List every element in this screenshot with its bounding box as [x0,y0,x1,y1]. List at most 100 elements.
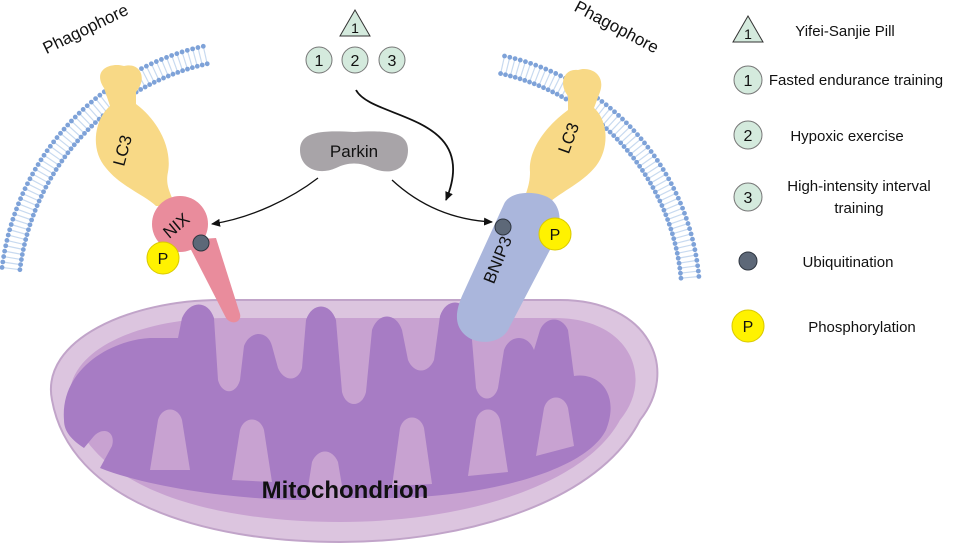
lipid-tail [633,146,649,159]
lipid-tail [53,141,69,154]
lipid-head [20,247,26,252]
lipid-head [68,146,74,152]
lipid-tail [678,254,697,259]
lipid-head [631,128,637,134]
lipid-tail [674,238,693,245]
lipid-tail [630,142,645,155]
lipid-head [550,89,556,95]
lipid-tail [528,64,537,83]
lipid-head [51,171,56,177]
lipid-head [676,260,682,266]
lipid-head [657,198,663,204]
lipid-head [690,236,695,242]
lipid-tail [673,233,692,240]
lipid-tail [186,50,193,68]
lipid-tail [636,151,652,163]
lipid-tail [11,223,29,231]
lipid-head [680,205,685,211]
lipid-tail [626,138,642,151]
lipid-head [14,206,19,212]
lipid-head [142,84,148,90]
lipid-head [58,130,63,136]
lipid-head [671,236,677,242]
lipid-tail [43,154,60,166]
lipid-tail [40,159,57,171]
bnip3-receptor-complex: LC3 BNIP3 P [456,68,606,342]
lipid-head [694,257,700,263]
lipid-head [51,139,57,145]
lipid-tail [677,249,696,254]
lipid-head [4,238,10,243]
legend-circle-3-icon [733,182,763,212]
lipid-head [195,45,201,50]
lipid-head [536,83,542,89]
lipid-head [18,196,23,202]
lipid-head [635,132,640,138]
lipid-head [638,136,644,142]
lipid-head [82,130,87,136]
lipid-head [3,243,9,249]
lipid-head [22,186,28,192]
intervention-circle-3 [378,46,406,74]
lipid-head [72,114,78,120]
lipid-head [36,198,42,204]
lipid-head [41,189,46,195]
legend-item-fasted-endurance: 1 Fasted endurance training [733,65,943,95]
lipid-head [47,143,53,149]
legend-circle-3-number: 3 [744,190,753,207]
intervention-circle-1 [305,46,333,74]
lipid-head [545,87,551,93]
parkin-protein: Parkin [300,131,408,172]
right-lc3-protein [523,68,606,206]
lipid-tail [679,265,698,269]
legend-label-yifei-sanjie-pill: Yifei-Sanjie Pill [795,23,895,40]
lipid-tail [680,275,699,279]
lipid-head [24,232,30,238]
lipid-head [76,110,82,116]
lipid-head [75,138,81,144]
lipid-head [502,53,507,59]
lipid-head [695,268,701,274]
lipid-head [139,66,144,71]
lipid-head [657,162,663,168]
lipid-head [89,123,95,129]
lipid-tail [145,65,155,83]
lipid-head [174,51,180,57]
parkin-to-bnip3-arrow [391,179,493,226]
lipid-tail [665,207,683,216]
lipid-head [35,162,41,167]
lipid-head [161,75,166,81]
lipid-head [30,212,36,218]
legend-ubiquitin-dot-icon [738,251,758,271]
lipid-head [498,71,504,76]
lipid-tail [5,245,24,251]
lipid-head [558,73,563,79]
lipid-head [80,107,86,112]
lipid-head [673,246,679,251]
lipid-tail [60,132,75,146]
nix-head [152,196,208,252]
lipid-tail [74,116,89,131]
lipid-tail [171,55,179,73]
lipid-head [669,231,675,237]
mitochondrion-label: Mitochondrion [262,477,429,504]
lipid-tail [46,150,63,162]
legend-label-ubiquitination: Ubiquitination [803,254,894,271]
lipid-head [200,43,206,49]
legend-phospho-icon [731,309,765,343]
lipid-head [624,147,630,153]
intervention-circle-2-number: 2 [351,53,360,70]
lipid-tail [90,101,104,117]
intervention-triangle-number: 1 [351,20,359,36]
lipid-head [32,166,38,172]
lipid-head [179,49,185,55]
lipid-head [678,200,683,206]
bnip3-body [456,192,560,342]
lipid-tail [620,130,635,144]
lipid-head [604,126,609,132]
lipid-head [97,92,103,98]
lipid-head [660,167,666,172]
lipid-head [654,157,660,163]
lipid-head [523,59,528,65]
